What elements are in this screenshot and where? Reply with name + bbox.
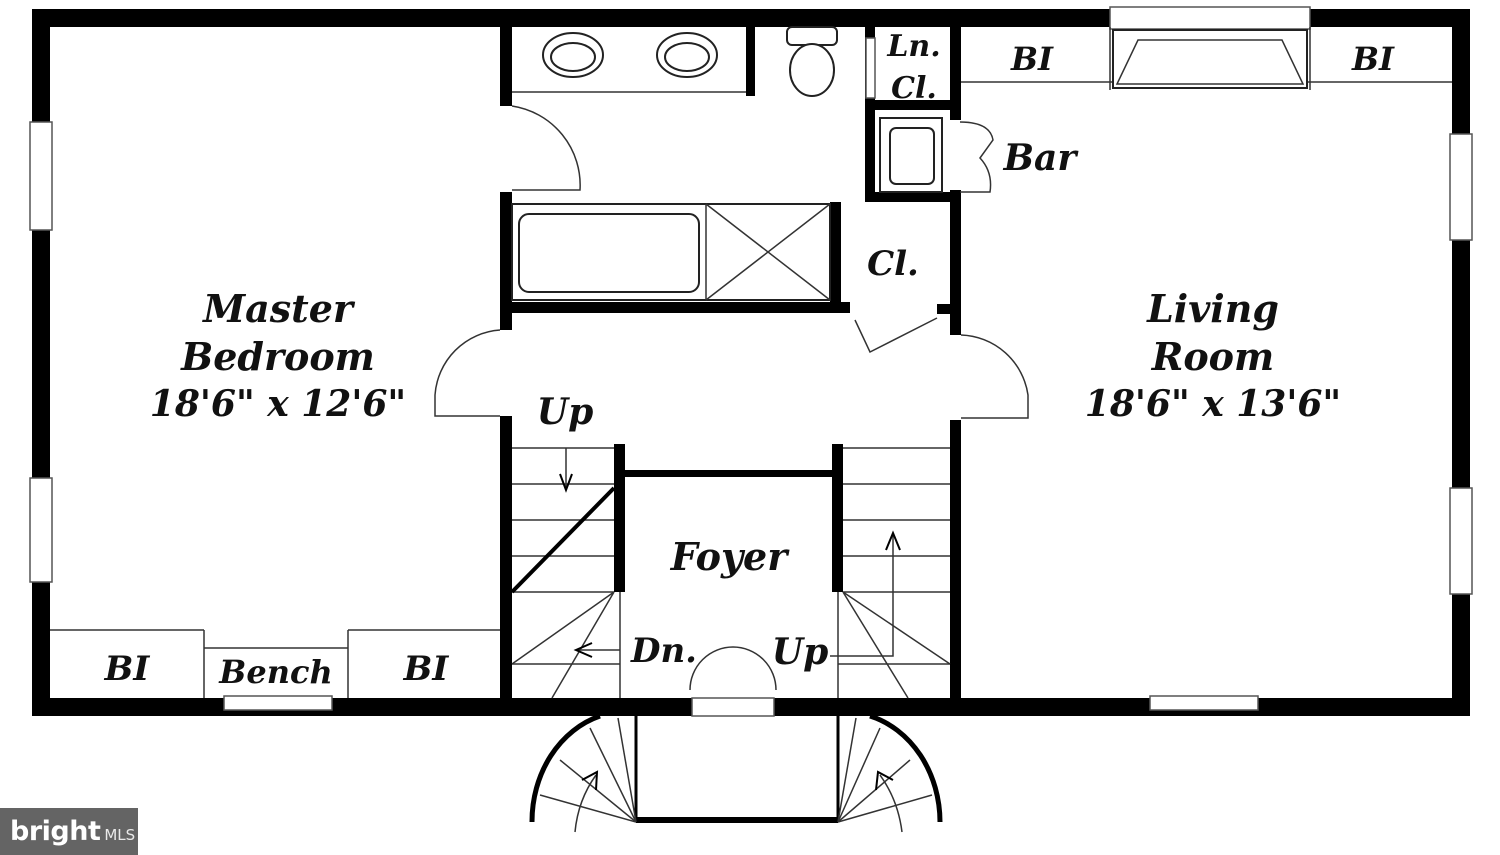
bright-mls-watermark: bright MLS [0,808,138,855]
windows [29,6,1473,711]
watermark-suffix: MLS [104,825,136,844]
builtin-lines [50,27,1452,698]
closet-label: Cl. [867,244,919,284]
front-steps [529,713,943,833]
master-bedroom-label: Master [201,286,356,331]
builtin-label-master-right: BI [403,649,450,689]
stairs-up-right-label: Up [772,631,829,673]
foyer-label: Foyer [670,534,791,579]
door-swings [434,105,1029,717]
living-room-label-2: Room [1151,334,1274,379]
living-room-dimensions: 18'6" x 13'6" [1085,383,1341,425]
bathroom-fixtures [511,26,943,301]
watermark-brand: bright [10,816,101,847]
bench-label: Bench [218,653,332,691]
linen-closet-label: Ln. [886,29,940,64]
master-bedroom-label-2: Bedroom [180,334,375,379]
living-room-label: Living [1146,286,1279,331]
master-bedroom-dimensions: 18'6" x 12'6" [150,383,406,425]
stairs-down-label: Dn. [630,631,697,671]
builtin-label-master-left: BI [104,649,151,689]
bar-label: Bar [1003,137,1080,179]
stairs-up-left-label: Up [537,391,594,433]
interior-walls [500,20,961,823]
builtin-label-living-left: BI [1010,40,1054,78]
builtin-label-living-right: BI [1351,40,1395,78]
linen-closet-label-2: Cl. [891,71,937,106]
stairs [510,447,951,699]
